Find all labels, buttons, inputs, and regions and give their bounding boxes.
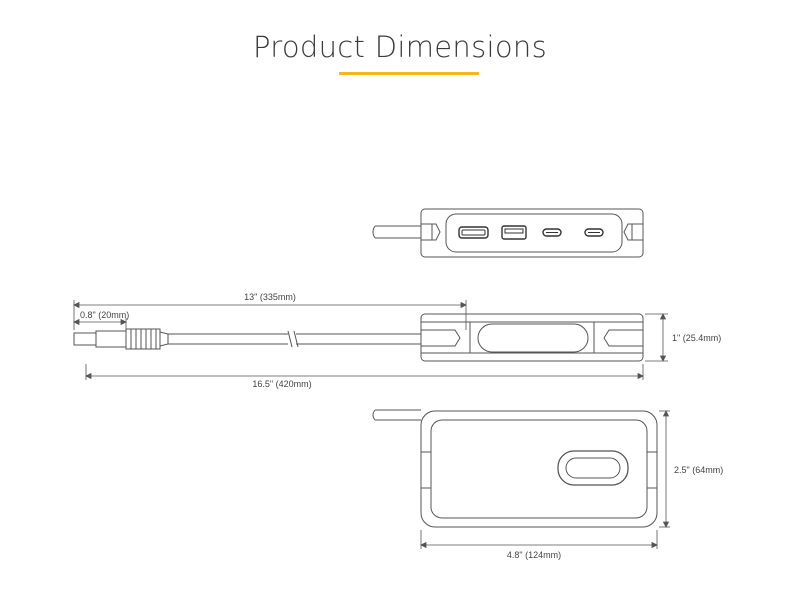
top-cable <box>372 409 421 421</box>
hdmi-port-icon <box>458 226 489 239</box>
front-right-clamp <box>623 223 643 241</box>
total-length-label: 16.5" (420mm) <box>252 379 311 389</box>
side-port-recess <box>477 323 589 353</box>
side-cable <box>168 330 421 348</box>
front-cable <box>372 225 421 239</box>
front-body <box>420 208 644 258</box>
side-view <box>73 313 644 362</box>
page-title: Product Dimensions <box>253 30 547 64</box>
front-port-panel <box>445 213 623 253</box>
side-left-clamp <box>421 329 461 347</box>
front-left-clamp <box>421 223 441 241</box>
top-view <box>372 409 658 528</box>
depth-label: 4.8" (124mm) <box>507 550 561 560</box>
front-view <box>372 208 644 258</box>
usb-a-port-icon <box>501 225 527 240</box>
cable-length-label: 13" (335mm) <box>244 292 296 302</box>
dimension-lines <box>73 300 670 549</box>
usb-c-port-icon <box>584 228 604 237</box>
width-label: 2.5" (64mm) <box>674 465 723 475</box>
connector-length-label: 0.8" (20mm) <box>80 310 129 320</box>
side-right-clamp <box>603 329 643 347</box>
height-label: 1" (25.4mm) <box>672 333 721 343</box>
connector-tip <box>73 332 97 346</box>
top-body-inner <box>430 419 648 519</box>
title-underline <box>339 72 479 75</box>
side-body <box>420 313 644 362</box>
top-body-outer <box>420 410 658 528</box>
usb-c-port-icon <box>542 228 562 237</box>
top-port-opening <box>557 450 629 486</box>
strain-relief <box>125 328 169 350</box>
